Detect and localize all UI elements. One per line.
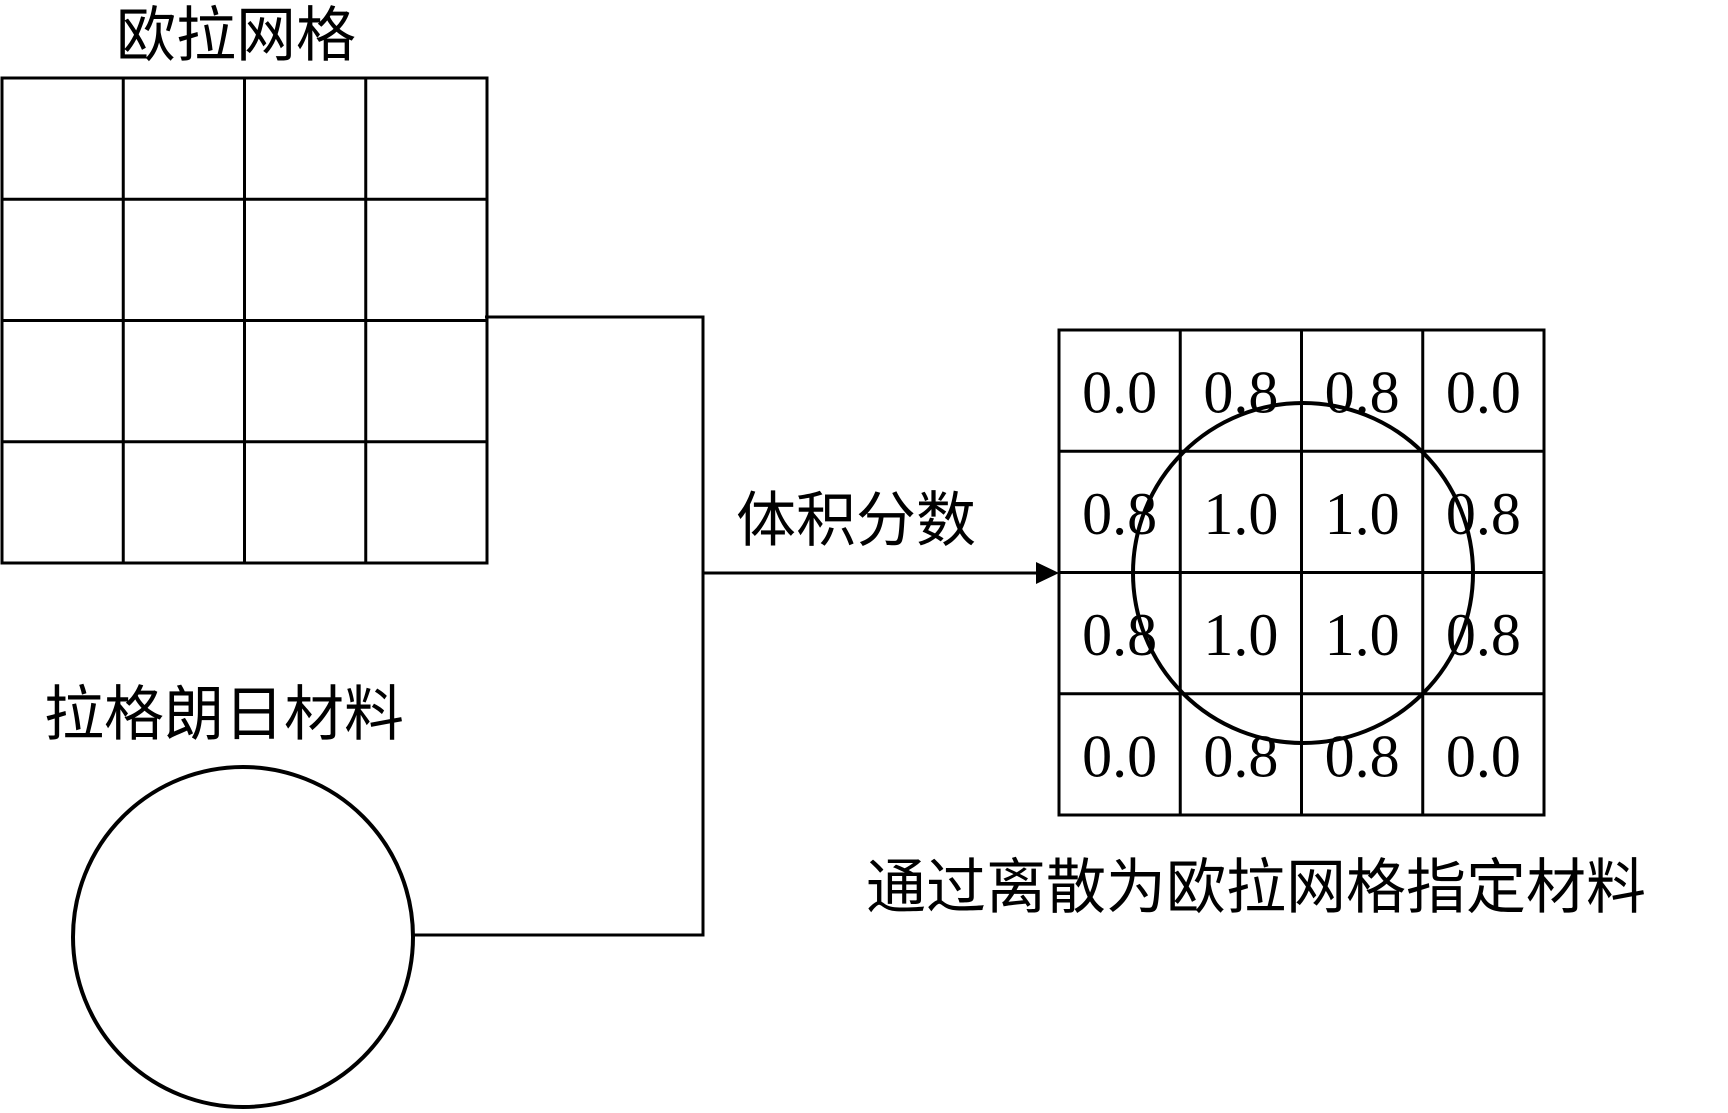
volume-fraction-grid — [1057, 328, 1546, 817]
connector-line — [413, 315, 705, 937]
vf-cell-value: 0.8 — [1446, 602, 1521, 668]
vf-cell-value: 1.0 — [1325, 602, 1400, 668]
volume-fraction-label: 体积分数 — [736, 486, 976, 556]
euler-mesh-grid — [0, 76, 489, 565]
vf-cell-value: 0.8 — [1203, 723, 1278, 789]
vf-cell-value: 0.0 — [1082, 723, 1157, 789]
material-overlay-circle — [1131, 401, 1475, 745]
vf-cell-value: 0.0 — [1082, 360, 1157, 426]
vf-cell-value: 0.0 — [1446, 360, 1521, 426]
vf-cell-value: 0.0 — [1446, 723, 1521, 789]
vf-cell-value: 0.8 — [1082, 481, 1157, 547]
lagrange-material-label: 拉格朗日材料 — [44, 680, 404, 750]
lagrange-material-circle — [71, 765, 415, 1109]
vf-cell-value: 1.0 — [1203, 481, 1278, 547]
vf-cell-value: 0.8 — [1446, 481, 1521, 547]
vf-cell-value: 1.0 — [1203, 602, 1278, 668]
vf-cell-value: 1.0 — [1325, 481, 1400, 547]
euler-mesh-label: 欧拉网格 — [116, 1, 356, 71]
result-caption: 通过离散为欧拉网格指定材料 — [866, 853, 1646, 923]
arrow-head — [1036, 562, 1059, 584]
